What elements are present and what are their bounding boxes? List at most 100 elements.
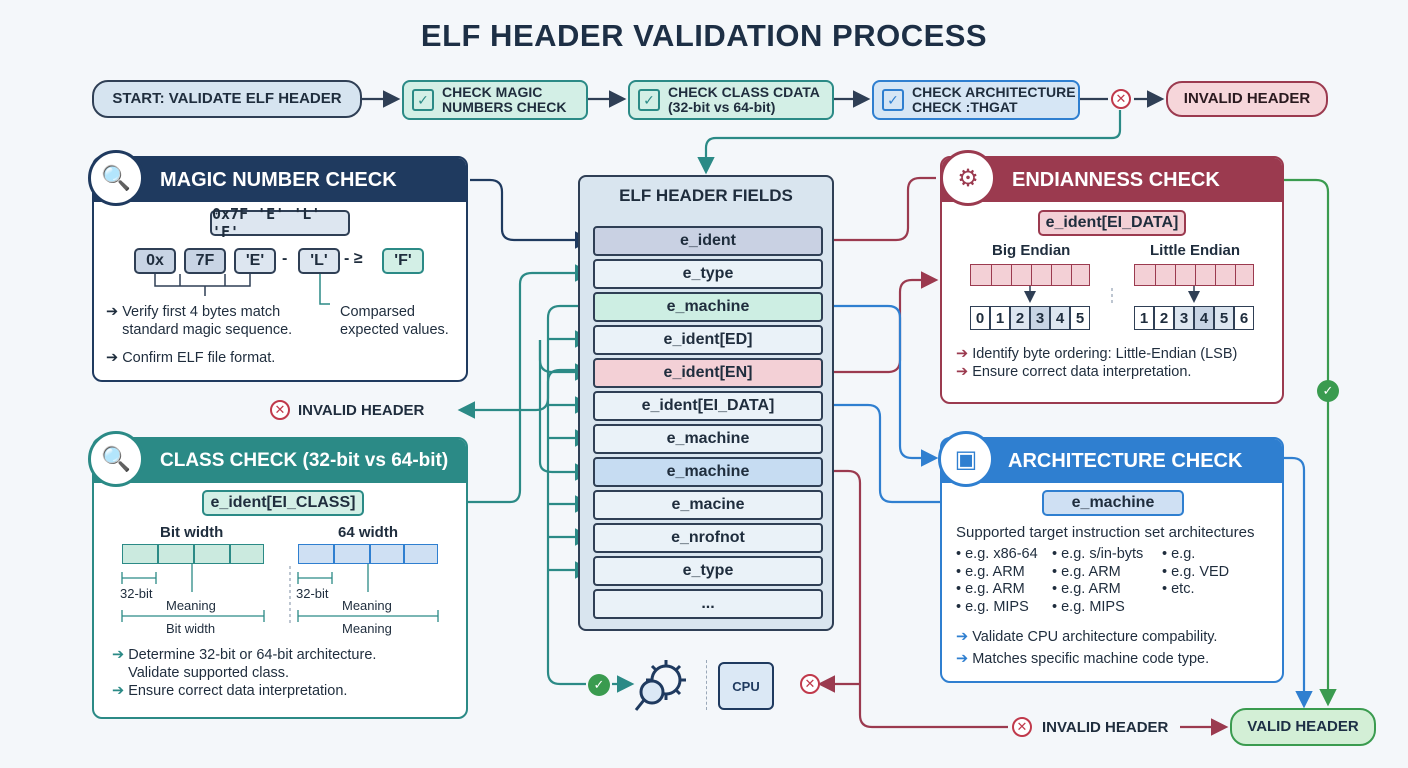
magic-panel-title: MAGIC NUMBER CHECK — [160, 168, 397, 191]
field-e-machine-2[interactable]: e_machine — [593, 424, 823, 454]
field-e-machine[interactable]: e_machine — [593, 292, 823, 322]
class-left-label: Bit width — [160, 524, 224, 541]
step-class-line2: (32-bit vs 64-bit) — [668, 99, 776, 115]
gear-icon: ⚙ — [940, 150, 996, 206]
start-node[interactable]: START: VALIDATE ELF HEADER — [92, 80, 362, 118]
invalid-header-left[interactable]: INVALID HEADER — [298, 402, 425, 419]
step-arch-line2: CHECK :THGAT — [912, 99, 1018, 115]
arch-item: • e.g. ARM — [1052, 563, 1121, 580]
field-e-ident-en[interactable]: e_ident[EN] — [593, 358, 823, 388]
class-panel-title: CLASS CHECK (32-bit vs 64-bit) — [160, 450, 449, 471]
arch-item: • e.g. s/in-byts — [1052, 546, 1144, 562]
magic-note-right-1: Comparsed — [340, 304, 415, 320]
big-endian-label: Big Endian — [992, 242, 1071, 259]
class-note-3: Ensure correct data interpretation. — [128, 683, 348, 699]
magic-byte-0x: 0x — [134, 248, 176, 274]
fail-x-icon: ✕ — [800, 674, 820, 694]
search-data-icon: 🔍 — [88, 431, 144, 487]
little-byte: 1 — [1134, 306, 1154, 330]
class-left-dim: 32-bit — [120, 586, 153, 601]
endian-note-2: Ensure correct data interpretation. — [972, 364, 1192, 380]
arch-item: • e.g. ARM — [1052, 581, 1121, 597]
field-e-macine[interactable]: e_macine — [593, 490, 823, 520]
class-dim-lines — [121, 564, 439, 624]
little-byte: 4 — [1194, 306, 1214, 330]
class-field-tag: e_ident[EI_CLASS] — [202, 490, 364, 516]
invalid-header-top[interactable]: INVALID HEADER — [1166, 81, 1328, 117]
magnifier-icon: 🔍 — [88, 150, 144, 206]
arch-item: • e.g. ARM — [956, 581, 1025, 597]
big-byte: 0 — [970, 306, 990, 330]
field-e-machine-3[interactable]: e_machine — [593, 457, 823, 487]
endian-panel-header: ENDIANNESS CHECK — [942, 158, 1282, 202]
little-endian-bytes: 1 2 3 4 5 6 — [1134, 306, 1254, 330]
magic-note-bottom-text: Confirm ELF file format. — [122, 350, 276, 366]
little-endian-strip — [1134, 264, 1254, 286]
class-panel-header: CLASS CHECK (32-bit vs 64-bit) — [94, 439, 466, 483]
field-e-ident[interactable]: e_ident — [593, 226, 823, 256]
magic-byte-7f: 7F — [184, 248, 226, 274]
big-byte: 5 — [1070, 306, 1090, 330]
endian-notes: ➔ Identify byte ordering: Little-Endian … — [956, 346, 1238, 380]
checkbox-icon: ✓ — [412, 89, 434, 111]
little-byte: 2 — [1154, 306, 1174, 330]
architecture-panel: ARCHITECTURE CHECK — [940, 437, 1284, 683]
class-left-sub: Bit width — [166, 621, 216, 636]
magic-byte-l: 'L' — [298, 248, 340, 274]
magic-panel-header: MAGIC NUMBER CHECK — [94, 158, 466, 202]
arch-item: • e.g. MIPS — [956, 598, 1029, 615]
magic-byte-e: 'E' — [234, 248, 276, 274]
fail-x-icon: ✕ — [270, 400, 290, 420]
invalid-top-label: INVALID HEADER — [1183, 90, 1311, 107]
magic-note-left-2: standard magic sequence. — [122, 322, 293, 338]
fail-x-icon: ✕ — [1111, 89, 1131, 109]
class-right-bits — [298, 544, 438, 564]
cpu-icon: CPU — [718, 662, 774, 710]
magic-note-bottom: ➔ Confirm ELF file format. — [106, 350, 276, 366]
endian-panel-title: ENDIANNESS CHECK — [1012, 168, 1220, 191]
big-endian-strip — [970, 264, 1090, 286]
field-more[interactable]: ... — [593, 589, 823, 619]
class-right-dim: 32-bit — [296, 586, 329, 601]
class-right-sub: Meaning — [342, 621, 392, 636]
class-note-1: Determine 32-bit or 64-bit architecture. — [128, 647, 377, 663]
field-e-ident-ei-data[interactable]: e_ident[EI_DATA] — [593, 391, 823, 421]
step-class-line1: CHECK CLASS CDATA — [668, 84, 820, 100]
checkbox-icon: ✓ — [882, 89, 904, 111]
endian-field-tag: e_ident[EI_DATA] — [1038, 210, 1186, 236]
step-class-check[interactable]: ✓ CHECK CLASS CDATA(32-bit vs 64-bit) — [628, 80, 834, 120]
class-right-label: 64 width — [338, 524, 399, 541]
arch-panel-header: ARCHITECTURE CHECK — [942, 439, 1282, 483]
magic-byte-f: 'F' — [382, 248, 424, 274]
arch-item: • e.g. ARM — [956, 563, 1025, 580]
fail-x-icon: ✕ — [1012, 717, 1032, 737]
invalid-header-bottom[interactable]: INVALID HEADER — [1042, 719, 1169, 736]
class-notes: ➔ Determine 32-bit or 64-bit architectur… — [112, 647, 377, 699]
arch-col-3: • e.g. • e.g. VED • etc. — [1162, 546, 1229, 599]
step-arch-line1: CHECK ARCHITECTURE — [912, 84, 1076, 100]
big-byte: 4 — [1050, 306, 1070, 330]
big-endian-bytes: 0 1 2 3 4 5 — [970, 306, 1090, 330]
divider — [706, 660, 707, 710]
chip-icon: ▣ — [938, 431, 994, 487]
class-left-meaning: Meaning — [166, 598, 216, 613]
field-e-nrofnot[interactable]: e_nrofnot — [593, 523, 823, 553]
page-title: ELF HEADER VALIDATION PROCESS — [420, 18, 988, 53]
class-left-bits — [122, 544, 264, 564]
field-e-type[interactable]: e_type — [593, 259, 823, 289]
start-label: START: VALIDATE ELF HEADER — [112, 90, 342, 107]
class-note-2: Validate supported class. — [128, 665, 290, 681]
gear-search-icon — [634, 660, 686, 711]
big-byte: 2 — [1010, 306, 1030, 330]
valid-header-node[interactable]: VALID HEADER — [1230, 708, 1376, 746]
field-e-type-2[interactable]: e_type — [593, 556, 823, 586]
arch-notes: ➔ Validate CPU architecture compability.… — [956, 629, 1218, 667]
pass-check-icon: ✓ — [1317, 380, 1339, 402]
arch-col-1: • e.g. x86-64 • e.g. ARM • e.g. ARM • e.… — [956, 546, 1038, 616]
arch-note-2: Matches specific machine code type. — [972, 651, 1210, 667]
field-e-ident-ed[interactable]: e_ident[ED] — [593, 325, 823, 355]
arch-field-tag: e_machine — [1042, 490, 1184, 516]
